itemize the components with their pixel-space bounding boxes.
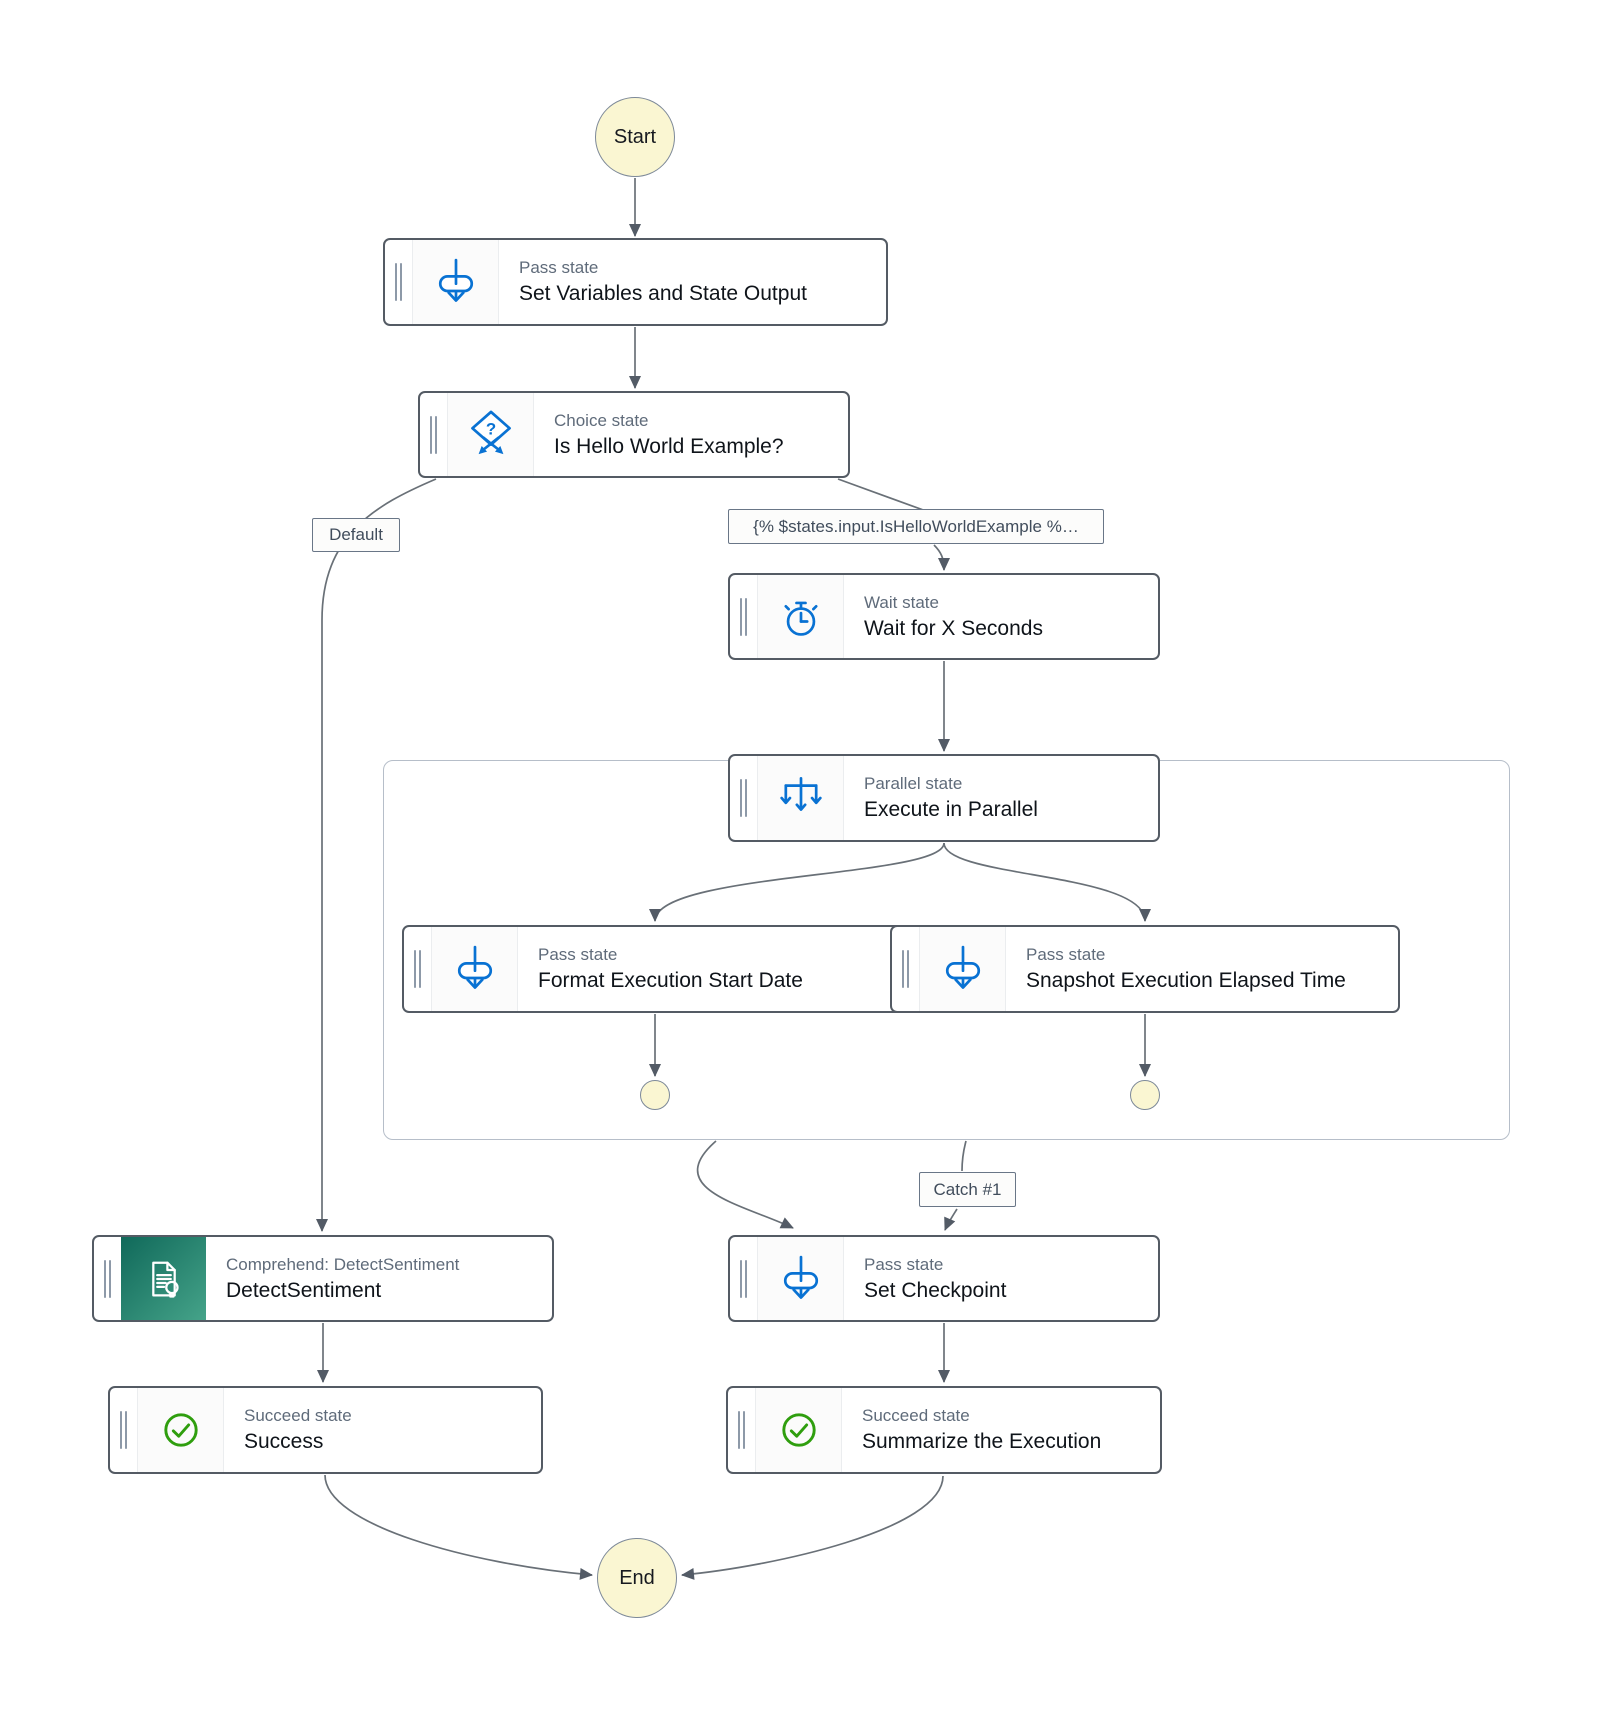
- end-label: End: [619, 1566, 655, 1589]
- state-type-label: Succeed state: [244, 1406, 352, 1425]
- state-name-label: DetectSentiment: [226, 1278, 382, 1302]
- drag-handle-icon[interactable]: [730, 756, 757, 840]
- state-format-start-date[interactable]: Pass state Format Execution Start Date: [402, 925, 907, 1013]
- edge-label-condition: {% $states.input.IsHelloWorldExample %…: [728, 509, 1104, 544]
- state-type-label: Choice state: [554, 410, 649, 430]
- state-icon-box: [121, 1237, 206, 1320]
- state-name-label: Execute in Parallel: [864, 798, 1038, 821]
- drag-handle-icon[interactable]: [728, 1388, 755, 1472]
- edge-label-condition-text: {% $states.input.IsHelloWorldExample %…: [753, 516, 1079, 536]
- wait-state-icon: [783, 601, 818, 636]
- succeed-state-icon: [781, 1413, 816, 1447]
- state-icon-box: [757, 575, 844, 658]
- state-icon-box: [755, 1388, 842, 1472]
- state-type-label: Wait state: [864, 592, 939, 612]
- drag-handle-icon[interactable]: [385, 240, 412, 324]
- state-name-label: Wait for X Seconds: [864, 616, 1043, 640]
- state-type-label: Succeed state: [862, 1406, 970, 1425]
- state-type-label: Pass state: [538, 945, 618, 964]
- state-icon-box: [137, 1388, 224, 1472]
- edge-label-default-text: Default: [329, 525, 383, 544]
- drag-handle-icon[interactable]: [892, 927, 919, 1011]
- state-name-label: Is Hello World Example?: [554, 434, 784, 458]
- state-name-label: Success: [244, 1430, 324, 1453]
- state-type-label: Comprehend: DetectSentiment: [226, 1254, 460, 1274]
- drag-handle-icon[interactable]: [730, 1237, 757, 1320]
- start-node: Start: [595, 97, 675, 177]
- edge-summarize-to-end: [681, 1475, 944, 1580]
- state-success[interactable]: Succeed state Success: [108, 1386, 543, 1474]
- edge-parallel-to-format-date: [649, 842, 945, 922]
- drag-handle-icon[interactable]: [404, 927, 431, 1011]
- branch-end-marker-left: [640, 1080, 670, 1110]
- state-type-label: Pass state: [519, 258, 599, 277]
- state-icon-box: ?: [447, 393, 534, 476]
- succeed-state-icon: [163, 1413, 198, 1447]
- state-set-checkpoint[interactable]: Pass state Set Checkpoint: [728, 1235, 1160, 1322]
- drag-handle-icon[interactable]: [420, 393, 447, 476]
- state-icon-box: [757, 756, 844, 840]
- branch-end-marker-right: [1130, 1080, 1160, 1110]
- edge-label-catch: Catch #1: [919, 1172, 1016, 1207]
- state-icon-box: [757, 1237, 844, 1320]
- edge-catch-label-to-setcheckpoint: [944, 1208, 958, 1231]
- edge-choice-default-to-detectsentiment: [316, 478, 437, 1232]
- edge-choice-to-condition-label: [837, 478, 927, 512]
- state-type-label: Pass state: [864, 1254, 944, 1274]
- state-parallel[interactable]: Parallel state Execute in Parallel: [728, 754, 1160, 842]
- start-label: Start: [613, 125, 657, 148]
- choice-state-icon: ?: [470, 410, 511, 454]
- state-icon-box: [431, 927, 518, 1011]
- state-set-variables[interactable]: Pass state Set Variables and State Outpu…: [383, 238, 888, 326]
- edge-label-default: Default: [312, 518, 400, 552]
- state-name-label: Format Execution Start Date: [538, 969, 803, 992]
- comprehend-detect-sentiment-icon: [151, 1261, 179, 1298]
- drag-handle-icon[interactable]: [110, 1388, 137, 1472]
- pass-state-icon: [945, 945, 980, 989]
- state-name-label: Set Checkpoint: [864, 1278, 1007, 1302]
- state-detect-sentiment[interactable]: Comprehend: DetectSentiment DetectSentim…: [92, 1235, 554, 1322]
- state-name-label: Set Variables and State Output: [519, 282, 807, 305]
- state-name-label: Summarize the Execution: [862, 1430, 1102, 1453]
- state-wait[interactable]: Wait state Wait for X Seconds: [728, 573, 1160, 660]
- state-summarize[interactable]: Succeed state Summarize the Execution: [726, 1386, 1162, 1474]
- state-snapshot-elapsed[interactable]: Pass state Snapshot Execution Elapsed Ti…: [890, 925, 1400, 1013]
- pass-state-icon: [438, 258, 473, 302]
- state-type-label: Pass state: [1026, 945, 1106, 964]
- drag-handle-icon[interactable]: [94, 1237, 121, 1320]
- pass-state-icon: [783, 1255, 818, 1299]
- edge-container-to-setcheckpoint: [697, 1140, 794, 1229]
- state-name-label: Snapshot Execution Elapsed Time: [1026, 969, 1346, 992]
- pass-state-icon: [457, 945, 492, 989]
- edge-condition-label-to-wait: [933, 544, 950, 571]
- edge-success-to-end: [324, 1474, 593, 1580]
- end-node: End: [597, 1538, 677, 1618]
- state-choice[interactable]: ? Choice state Is Hello World Example?: [418, 391, 850, 478]
- edge-label-catch-text: Catch #1: [933, 1179, 1002, 1199]
- state-type-label: Parallel state: [864, 774, 963, 793]
- edge-parallel-to-snapshot: [943, 842, 1151, 922]
- state-icon-box: [412, 240, 499, 324]
- state-icon-box: [919, 927, 1006, 1011]
- svg-text:?: ?: [485, 419, 495, 438]
- parallel-state-icon: [779, 776, 822, 811]
- edge-container-to-catch-label: [961, 1140, 967, 1172]
- drag-handle-icon[interactable]: [730, 575, 757, 658]
